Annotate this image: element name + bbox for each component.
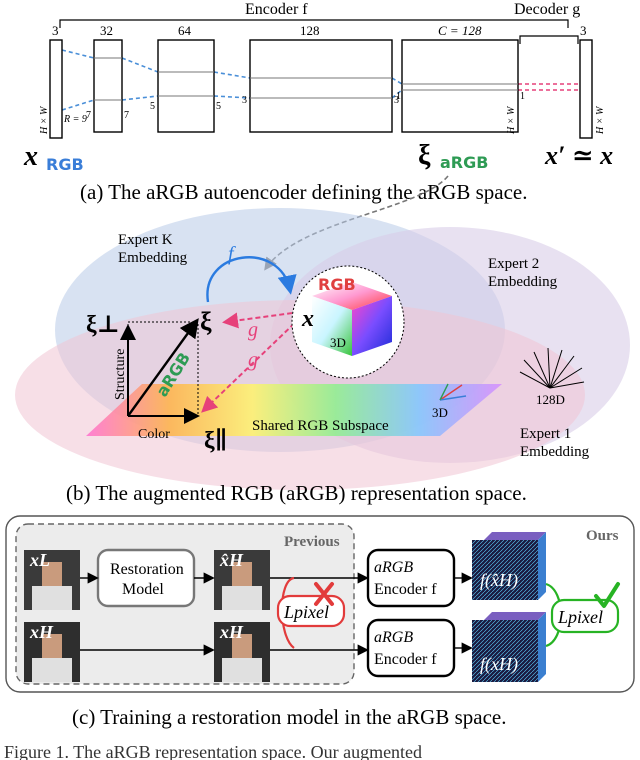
- previous-label: Previous: [284, 534, 340, 550]
- expert-2-title: Expert 2: [488, 256, 539, 272]
- hw-input: H × W: [39, 105, 50, 135]
- x-rgb-symbol: x: [23, 141, 38, 172]
- rgb-cube-side: [352, 296, 392, 356]
- r-label: R = 9: [63, 114, 87, 125]
- channel-128: 128: [300, 23, 320, 38]
- feature-cube-top: [472, 532, 546, 600]
- channel-32: 32: [100, 23, 113, 38]
- decoder-connector: [518, 83, 580, 91]
- panel-b: Expert K Embedding Expert 2 Embedding Ex…: [15, 208, 630, 505]
- cube-3d-label: 3D: [330, 335, 346, 350]
- latent-block: [401, 39, 519, 133]
- channel-c128: C = 128: [438, 23, 482, 38]
- panel-a: Encoder f Decoder g 3 32 64 128 C = 128 …: [23, 1, 613, 204]
- xi-parallel-label: ξ∥: [204, 428, 227, 454]
- g-label-2: g: [248, 349, 258, 371]
- g-arrow-2: [201, 317, 301, 413]
- kernel-lines: [94, 57, 518, 101]
- x-prime-label: x′ ≃ x: [544, 141, 613, 170]
- layer-128-block: [249, 39, 393, 133]
- expert-k-subtitle: Embedding: [118, 250, 188, 266]
- panel-c: Previous Ours xL xH x̂H xH Resto: [5, 515, 635, 729]
- encoder-bottom-line1: aRGB: [374, 629, 413, 646]
- dim-right-5: 5: [216, 101, 221, 112]
- ours-label: Ours: [586, 528, 619, 544]
- decoder-brace: [519, 35, 579, 44]
- x-l-label: xL: [29, 550, 50, 570]
- restoration-line1: Restoration: [110, 561, 184, 578]
- thumb-xh-input: [24, 622, 80, 682]
- x-point-label: x: [301, 306, 314, 332]
- dim-left-5: 5: [150, 101, 155, 112]
- expert-1-subtitle: Embedding: [520, 444, 590, 460]
- l-pixel-ours-box: [550, 598, 620, 634]
- expert-k-title: Expert K: [118, 232, 173, 248]
- layer-32-block: [93, 39, 123, 133]
- encoder-bottom-line2: Encoder f: [374, 651, 437, 668]
- dim-right-3: 3: [394, 95, 399, 106]
- thumb-xl: [24, 550, 80, 610]
- l-pixel-ours-label: Lpixel: [557, 607, 603, 627]
- f-x-label: f(xH): [480, 654, 518, 675]
- g-label-1: g: [248, 319, 258, 341]
- xi-label: ξ: [200, 307, 212, 336]
- f-xhat-label: f(x̂H): [480, 570, 518, 591]
- xi-vector: [127, 318, 199, 417]
- encoder-label: Encoder f: [245, 1, 308, 18]
- dim-128-label: 128D: [536, 392, 565, 407]
- x-hat-h-label: x̂H: [219, 550, 244, 570]
- xi-argb-symbol: ξ: [418, 140, 431, 171]
- l-pixel-prev-box: [276, 594, 346, 628]
- layer-64-block: [157, 39, 215, 133]
- caption-c: (c) Training a restoration model in the …: [72, 705, 507, 729]
- dim-right-7: 7: [124, 110, 129, 121]
- connector-lines: [61, 49, 403, 111]
- encoder-brace: [59, 19, 569, 28]
- color-label: Color: [138, 427, 170, 442]
- dim-128-fan: [519, 347, 585, 389]
- rgb-cube-front: [312, 296, 352, 356]
- hw-output: H × W: [595, 105, 606, 135]
- thumb-xhat: [214, 550, 270, 610]
- g-arrow-1: [222, 311, 301, 329]
- dim-left-3: 3: [242, 95, 247, 106]
- f-arrow: [206, 256, 297, 303]
- input-block: [49, 39, 63, 139]
- f-label: f: [228, 243, 236, 265]
- hw-latent: H × W: [506, 105, 517, 135]
- figure-footer: Figure 1. The aRGB representation space.…: [4, 742, 422, 760]
- thumb-xh-target: [214, 622, 270, 682]
- x-mark-icon: [314, 582, 334, 606]
- x-h-target-label: xH: [219, 622, 244, 642]
- caption-a: (a) The aRGB autoencoder defining the aR…: [80, 180, 527, 204]
- expert-2-subtitle: Embedding: [488, 274, 558, 290]
- caption-b: (b) The augmented RGB (aRGB) representat…: [66, 481, 527, 505]
- rgb-cube-label: RGB: [318, 275, 356, 294]
- dim-left-7: 7: [86, 110, 91, 121]
- xi-perp-label: ξ⊥: [86, 312, 120, 338]
- plane-axes-icon: [439, 383, 467, 401]
- l-pixel-prev-label: Lpixel: [283, 602, 329, 622]
- dim-left-1: 1: [396, 91, 401, 102]
- restoration-line2: Model: [122, 581, 164, 598]
- structure-label: Structure: [113, 349, 128, 400]
- x-h-top-label: xH: [29, 622, 54, 642]
- feature-cube-bottom: [472, 612, 546, 682]
- output-block: [579, 39, 593, 139]
- check-mark-icon: [594, 582, 620, 608]
- encoder-top-line1: aRGB: [374, 559, 413, 576]
- dim-right-1: 1: [520, 91, 525, 102]
- plane-3d-label: 3D: [432, 405, 448, 420]
- channel-3-out: 3: [580, 23, 587, 38]
- channel-64: 64: [178, 23, 192, 38]
- channel-3-in: 3: [52, 23, 59, 38]
- decoder-label: Decoder g: [514, 1, 580, 18]
- x-rgb-subscript: RGB: [46, 155, 84, 174]
- encoder-top-line2: Encoder f: [374, 581, 437, 598]
- shared-subspace-label: Shared RGB Subspace: [252, 418, 389, 434]
- xi-argb-subscript: aRGB: [440, 153, 488, 172]
- expert-1-title: Expert 1: [520, 426, 571, 442]
